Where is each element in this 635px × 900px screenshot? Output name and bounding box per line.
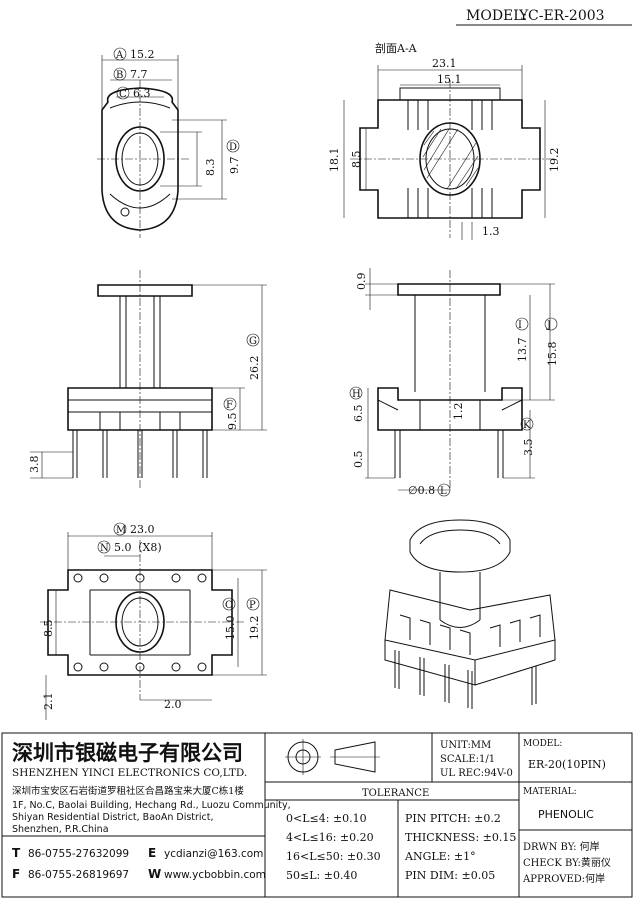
dim-f: 9.5 [226, 413, 239, 431]
letter-i: I [518, 320, 522, 331]
bottom-view: M 23.0 N 5.0（X8) 8.5 15.0 O 19.2 P 2.1 2… [40, 522, 267, 720]
dim-15-1: 15.1 [437, 73, 462, 86]
end-view-top-left [97, 55, 227, 238]
side-view-left: 26.2 G 9.5 F 3.8 [28, 270, 267, 490]
info-model-label: MODEL: [523, 739, 562, 749]
dim-j: 15.8 [546, 342, 559, 367]
model-value: YC-ER-2003 [518, 8, 605, 24]
dim-h: 6.5 [352, 405, 365, 423]
letter-f: F [226, 400, 233, 411]
tol-right-2: THICKNESS: ±0.15 [405, 831, 516, 844]
tel-label: T [12, 846, 21, 860]
dim-m: 23.0 [130, 523, 155, 536]
tol-left-1: 0<L≤4: ±0.10 [286, 812, 367, 825]
dim-c: 6.3 [133, 87, 151, 100]
web-label: W [148, 867, 161, 881]
dim-0-5: 0.5 [352, 451, 365, 469]
dim-o: 15.0 [224, 616, 237, 641]
letter-m: M [116, 525, 126, 536]
letter-g: G [249, 336, 257, 347]
model-header: MODEL: YC-ER-2003 [456, 8, 632, 26]
dim-a: 15.2 [130, 48, 155, 61]
section-label: 剖面A-A [375, 41, 418, 55]
tol-left-4: 50≤L: ±0.40 [286, 869, 357, 882]
letter-h: H [352, 389, 361, 400]
company-address-en-3: Shenzhen, P.R.China [12, 824, 109, 835]
email-value: ycdianzi@163.com [164, 848, 263, 860]
dim-1-2: 1.2 [452, 403, 465, 421]
section-view-a-a: 剖面A-A 23.1 15.1 18.1 8.5 19.2 1.3 [328, 41, 561, 240]
letter-o: O [225, 600, 233, 611]
model-label: MODEL: [466, 8, 527, 24]
web-value: www.ycbobbin.com [164, 869, 266, 881]
dim-1-3: 1.3 [482, 225, 500, 238]
tol-left-2: 4<L≤16: ±0.20 [286, 831, 374, 844]
tolerance-title: TOLERANCE [362, 788, 429, 799]
dim-8-3: 8.3 [204, 159, 217, 177]
ul-rec: UL REC:94V-0 [440, 768, 513, 779]
isometric-view [384, 519, 556, 709]
letter-l: L [440, 486, 447, 497]
dim-g: 26.2 [248, 356, 261, 381]
company-address-cn: 深圳市宝安区石岩街道罗租社区合昌路宝来大厦C栋1楼 [12, 785, 244, 797]
material-label: MATERIAL: [523, 787, 577, 797]
unit: UNIT:MM [440, 740, 491, 751]
company-name-en: SHENZHEN YINCI ELECTRONICS CO,LTD. [12, 767, 247, 779]
company-address-en-1: 1F, No.C, Baolai Building, Hechang Rd., … [12, 800, 291, 811]
dim-l: ∅0.8 [408, 484, 435, 497]
dim-2-0: 2.0 [164, 698, 182, 711]
drawn-by: DRWN BY: 何岸 [523, 840, 600, 853]
letter-k: K [523, 420, 531, 431]
dim-k: 3.5 [522, 439, 535, 457]
tol-left-3: 16<L≤50: ±0.30 [286, 850, 381, 863]
approved-by: APPROVED:何岸 [522, 872, 605, 885]
email-label: E [148, 846, 156, 860]
scale: SCALE:1/1 [440, 754, 495, 765]
dim-n: 5.0（X8) [114, 541, 162, 554]
dim-d: 9.7 [228, 157, 241, 175]
fax-label: F [12, 867, 20, 881]
dim-19-2-a: 19.2 [548, 148, 561, 173]
letter-c: C [119, 89, 127, 100]
letter-a: A [115, 50, 124, 61]
dim-i: 13.7 [516, 338, 529, 363]
check-by: CHECK BY:黄丽仪 [523, 856, 611, 869]
letter-b: B [116, 70, 123, 81]
tel-value: 86-0755-27632099 [28, 848, 129, 860]
letter-d: D [229, 142, 237, 153]
dims-view1: A 15.2 B 7.7 C 6.3 8.3 9.7 D [113, 47, 241, 177]
dim-2-1: 2.1 [42, 693, 55, 711]
company-address-en-2: Shiyan Residential District, BaoAn Distr… [12, 812, 214, 823]
letter-n: N [100, 543, 109, 554]
dim-b: 7.7 [130, 68, 148, 81]
dim-8-5-a: 8.5 [350, 151, 363, 169]
dim-0-9: 0.9 [355, 273, 368, 291]
title-block: 深圳市银磁电子有限公司 SHENZHEN YINCI ELECTRONICS C… [1, 732, 633, 898]
letter-j: J [546, 320, 551, 331]
company-name-cn: 深圳市银磁电子有限公司 [12, 740, 243, 765]
info-model-value: ER-20(10PIN) [528, 758, 606, 771]
dim-3-8: 3.8 [28, 456, 41, 474]
side-view-right: 0.9 13.7 I 15.8 J 6.5 H 1.2 3.5 K 0.5 ∅0… [349, 268, 559, 497]
letter-p: P [249, 600, 256, 611]
dim-8-5-b: 8.5 [42, 620, 55, 638]
tol-right-1: PIN PITCH: ±0.2 [405, 812, 501, 825]
fax-value: 86-0755-26819697 [28, 869, 129, 881]
tol-right-3: ANGLE: ±1° [404, 850, 476, 863]
dim-p: 19.2 [248, 616, 261, 641]
tol-right-4: PIN DIM: ±0.05 [405, 869, 495, 882]
material-value: PHENOLIC [538, 808, 594, 821]
dim-23-1: 23.1 [432, 57, 457, 70]
dim-18-1: 18.1 [328, 148, 341, 173]
